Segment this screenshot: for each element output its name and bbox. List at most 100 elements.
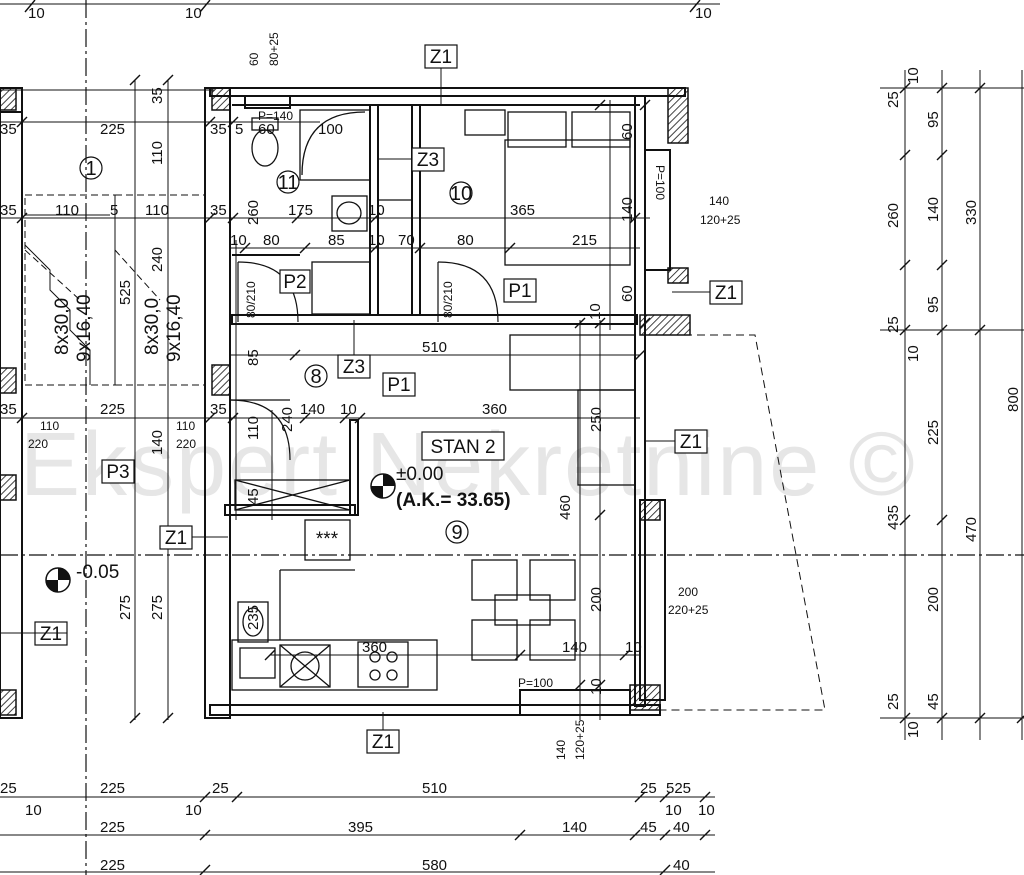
room-number-11: 11 xyxy=(278,172,299,194)
dim: 60 xyxy=(619,123,636,140)
columns xyxy=(0,87,691,716)
dim: 110 xyxy=(176,419,195,433)
room-number-circles xyxy=(79,156,473,544)
dim: 5 xyxy=(110,202,118,219)
vertical-dimensions: 35 110 240 525 260 60 140 60 10 85 110 4… xyxy=(117,67,1022,738)
window-p140-label: P=140 xyxy=(258,109,293,123)
room-number-8: 8 xyxy=(310,366,321,388)
dim: 435 xyxy=(885,505,902,530)
dim: 10 xyxy=(905,67,922,84)
dim: 35 xyxy=(210,121,227,138)
tag-p1-b: P1 xyxy=(387,375,410,396)
dim: 10 xyxy=(340,401,357,418)
dim: 110 xyxy=(149,141,166,165)
dim: 120+25 xyxy=(573,719,587,760)
tag-z3-a: Z3 xyxy=(417,150,439,171)
stair-label-a1: 8x30,0 xyxy=(52,298,73,355)
dim: 40 xyxy=(673,857,690,874)
dim: 45 xyxy=(640,819,657,836)
dim: 10 xyxy=(695,5,712,22)
dim: 80 xyxy=(263,232,280,249)
dim: 510 xyxy=(422,339,447,356)
level-markers xyxy=(45,473,396,593)
dim: 225 xyxy=(925,420,942,445)
tag-boxes xyxy=(34,44,743,754)
dim: 35 xyxy=(149,87,166,104)
terrace-outline xyxy=(658,334,826,711)
dim: 110 xyxy=(55,202,79,219)
dim: 10 xyxy=(368,232,385,249)
dim: 365 xyxy=(510,202,535,219)
dim: 10 xyxy=(698,802,715,819)
dim: 10 xyxy=(665,802,682,819)
dim: 460 xyxy=(557,495,574,520)
dim: 10 xyxy=(230,232,247,249)
dim: 35 xyxy=(210,401,227,418)
dim: 10 xyxy=(625,639,642,656)
tag-z1-far-left: Z1 xyxy=(40,624,62,645)
dim: 25 xyxy=(212,780,229,797)
dim: 260 xyxy=(885,203,902,228)
dim: 240 xyxy=(149,247,166,272)
dim: 10 xyxy=(905,345,922,362)
dimension-lines xyxy=(0,3,1024,873)
tag-p3: P3 xyxy=(106,462,129,483)
dim: 60 xyxy=(619,285,636,302)
dim: 525 xyxy=(666,780,691,797)
dim: 10 xyxy=(28,5,45,22)
outside-level-label: -0.05 xyxy=(76,562,119,583)
dim: 10 xyxy=(588,678,605,695)
dim: 525 xyxy=(117,280,134,305)
stove-symbol: *** xyxy=(316,529,339,550)
dim: 225 xyxy=(100,121,125,138)
dim: 250 xyxy=(588,407,605,432)
horizontal-dimensions: 10 10 10 35 225 35 5 60 100 35 110 5 110… xyxy=(0,5,741,760)
room-number-9: 9 xyxy=(451,522,462,544)
dim: 140 xyxy=(149,430,166,455)
dim: 200 xyxy=(678,585,698,599)
tag-z1-top: Z1 xyxy=(430,47,452,68)
dim: 140 xyxy=(925,197,942,222)
dim: 140 xyxy=(554,740,568,760)
dim: 275 xyxy=(117,595,134,620)
dim: 330 xyxy=(963,200,980,225)
dim: 10 xyxy=(368,202,385,219)
dim: 35 xyxy=(210,202,227,219)
dim: 25 xyxy=(885,693,902,710)
dim: 200 xyxy=(588,587,605,612)
door-label-b: 80/210 xyxy=(441,281,455,318)
floor-level-label: ±0.00 xyxy=(396,464,443,485)
dim: 215 xyxy=(572,232,597,249)
tag-z1-bottom: Z1 xyxy=(372,732,394,753)
tag-leaders xyxy=(0,68,710,730)
room-number-10: 10 xyxy=(450,183,472,205)
dim: 95 xyxy=(925,296,942,313)
dim: 360 xyxy=(362,639,387,656)
staircase xyxy=(24,194,206,386)
dim: 360 xyxy=(482,401,507,418)
dim: 25 xyxy=(0,780,17,797)
stair-label-b1: 8x30,0 xyxy=(142,298,163,355)
dim: 140 xyxy=(300,401,325,418)
dim: 110 xyxy=(245,416,262,440)
tag-p1-a: P1 xyxy=(508,281,531,302)
dim: 25 xyxy=(885,316,902,333)
dim: 800 xyxy=(1005,387,1022,412)
apartment-label: STAN 2 xyxy=(430,437,495,458)
dim: 70 xyxy=(398,232,415,249)
dim: 10 xyxy=(905,721,922,738)
stair-steps xyxy=(24,214,110,385)
dim: 60 xyxy=(247,52,261,66)
dim: 240 xyxy=(279,407,296,432)
dim: 10 xyxy=(185,802,202,819)
dim: 175 xyxy=(288,202,313,219)
dim: 470 xyxy=(963,517,980,542)
dim: 5 xyxy=(235,121,243,138)
dim: 140 xyxy=(709,194,729,208)
dim: 220 xyxy=(176,437,196,451)
dim: 85 xyxy=(328,232,345,249)
tag-z1-mid: Z1 xyxy=(680,432,702,453)
dim: 110 xyxy=(40,419,59,433)
